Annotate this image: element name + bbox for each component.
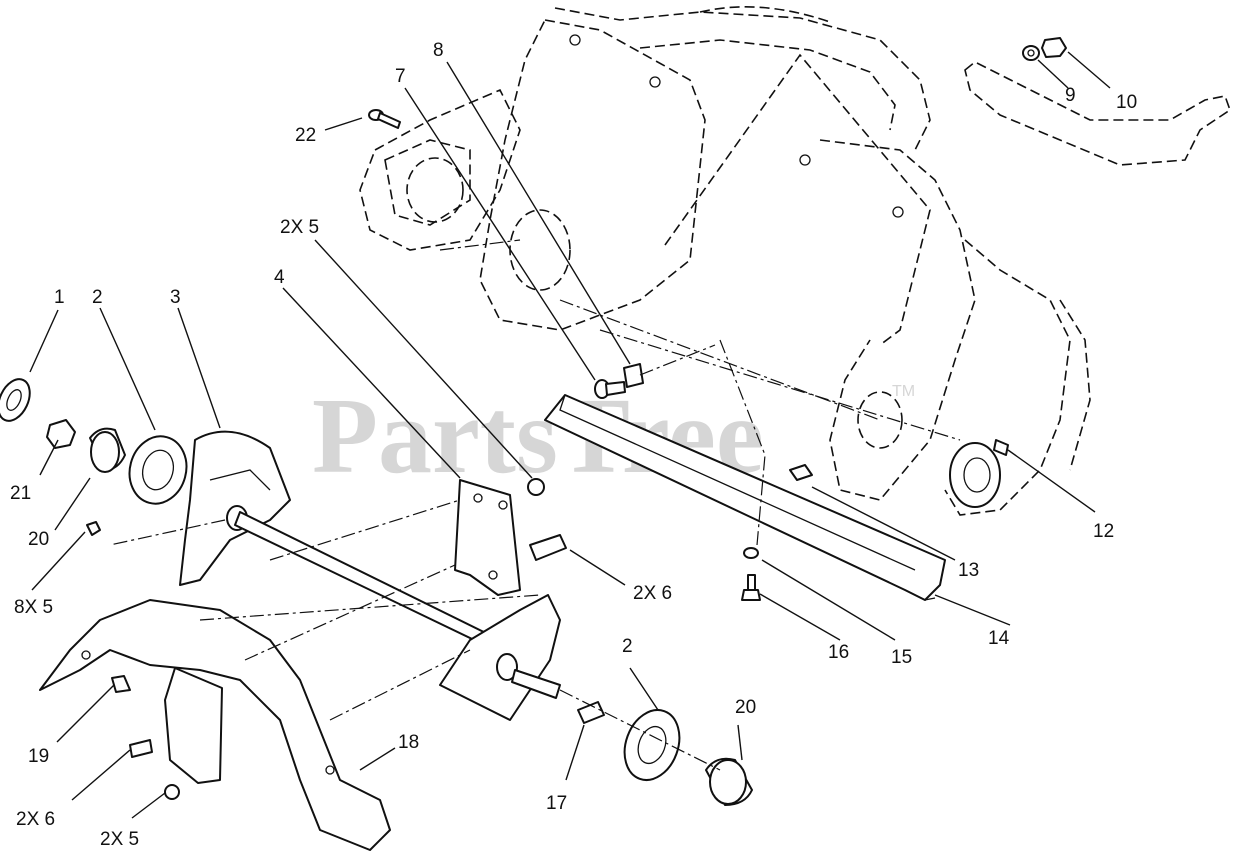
callout-19: 19: [28, 746, 49, 767]
nut-5-left: [86, 521, 101, 536]
callout-8: 8: [433, 40, 444, 61]
spacer-20-right: [705, 757, 753, 806]
callout-16: 16: [828, 642, 849, 663]
callout-12: 12: [1093, 521, 1114, 542]
callout-4: 4: [274, 267, 285, 288]
scraper-bar-14: [544, 394, 946, 601]
callout-8x5: 8X 5: [14, 597, 53, 618]
nut-21: [46, 419, 76, 449]
washer-15: [743, 547, 759, 559]
carriage-bolt-22: [368, 109, 401, 129]
callout-2x6-right: 2X 6: [633, 583, 672, 604]
callout-3: 3: [170, 287, 181, 308]
callout-17: 17: [546, 793, 567, 814]
callout-13: 13: [958, 560, 979, 581]
bolt-6: [529, 534, 567, 561]
callout-15: 15: [891, 647, 912, 668]
clip-8: [623, 363, 644, 388]
auger-housing: [359, 6, 1091, 516]
callout-labels: 1 2 3 4 2X 5 7 8 9 10 12 13 14 15 16 2 1…: [10, 40, 1137, 850]
callout-9: 9: [1065, 85, 1076, 106]
watermark-trademark: TM: [892, 383, 915, 400]
lock-nut-10: [1041, 37, 1067, 58]
auger-half-3: [179, 430, 291, 586]
callout-18: 18: [398, 732, 419, 753]
auger-blade-18: [39, 599, 391, 851]
bolt-19: [111, 675, 131, 693]
bearing-flange-2-left: [128, 435, 188, 505]
callout-1: 1: [54, 287, 65, 308]
callout-2: 2: [92, 287, 103, 308]
handle-bracket: [964, 61, 1231, 166]
alignment-lines: [109, 339, 766, 771]
callout-14: 14: [988, 628, 1010, 649]
callout-22: 22: [295, 125, 316, 146]
callout-2x5-lower: 2X 5: [100, 829, 139, 850]
auger-half-right: [439, 594, 561, 721]
nut-5: [527, 478, 545, 496]
leader-lines: [29, 51, 1111, 819]
callout-20-right: 20: [735, 697, 756, 718]
callout-2x5-top: 2X 5: [280, 217, 319, 238]
screw-16: [741, 574, 761, 601]
clip-13: [789, 464, 813, 481]
paddle-bracket-lower: [164, 667, 223, 784]
bolt-12: [993, 439, 1009, 456]
bearing-flange-2-right: [623, 709, 681, 781]
callout-21: 21: [10, 483, 31, 504]
flat-washer-9: [1022, 45, 1040, 61]
bolt-6-lower: [129, 739, 153, 758]
callout-7: 7: [395, 66, 406, 87]
callout-10: 10: [1116, 92, 1137, 113]
carriage-bolt-7: [594, 379, 626, 399]
paddle-bracket-4: [454, 479, 521, 596]
spacer-17: [577, 701, 605, 724]
nut-5-lower: [164, 784, 180, 800]
callout-2-right: 2: [622, 636, 633, 657]
spacer-20-left: [89, 427, 126, 473]
callout-2x6-lower: 2X 6: [16, 809, 55, 830]
seal-ring-1: [0, 378, 31, 422]
callout-20-left: 20: [28, 529, 49, 550]
